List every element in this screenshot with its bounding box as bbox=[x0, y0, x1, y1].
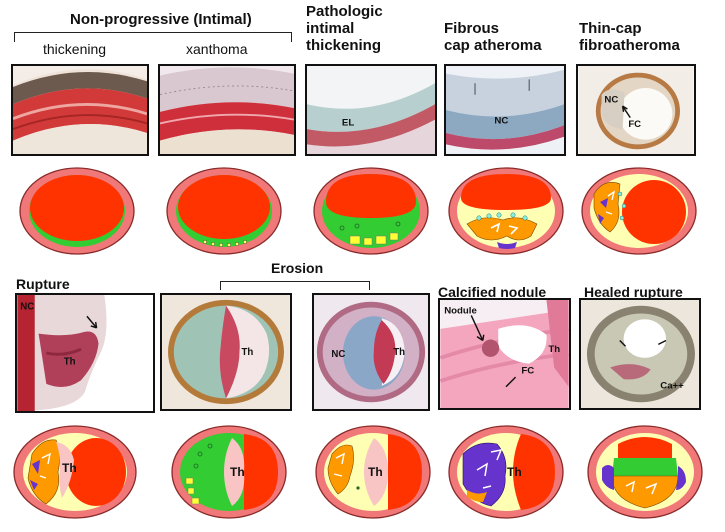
cartoon-healed-rupture bbox=[587, 425, 703, 519]
cartoon-rupture: Th bbox=[13, 425, 137, 519]
heading-healed-rupture: Healed rupture bbox=[584, 284, 683, 300]
heading-rupture: Rupture bbox=[16, 276, 70, 292]
heading-calcified-nodule: Calcified nodule bbox=[438, 284, 547, 300]
caption-nc-erosion-2: NC bbox=[331, 349, 345, 360]
erosion-bracket bbox=[220, 281, 370, 290]
cartoon-pathologic-intimal-thickening bbox=[313, 167, 429, 255]
caption-th-calcified: Th bbox=[548, 344, 560, 355]
micrograph-calcified-nodule: Nodule FC Th bbox=[438, 298, 571, 410]
caption-ca: Ca++ bbox=[660, 381, 684, 392]
micrograph-fibrous-cap-atheroma: NC bbox=[444, 64, 566, 156]
cartoon-fibrous-cap-atheroma bbox=[448, 167, 564, 255]
cartoon-label-th-erosion-2: Th bbox=[368, 465, 383, 479]
non-progressive-bracket bbox=[14, 32, 292, 42]
micrograph-pathologic-intimal-thickening: EL bbox=[305, 64, 437, 156]
micrograph-intimal-xanthoma bbox=[158, 64, 296, 156]
caption-nc-tcfa: NC bbox=[604, 94, 618, 105]
caption-el: EL bbox=[342, 117, 355, 128]
cartoon-erosion-1: Th bbox=[171, 425, 287, 519]
micrograph-rupture: NC Th bbox=[15, 293, 155, 413]
cartoon-intimal-xanthoma bbox=[166, 167, 282, 255]
cartoon-label-th-erosion-1: Th bbox=[230, 465, 245, 479]
non-progressive-title: Non-progressive (Intimal) bbox=[70, 11, 252, 28]
caption-nc: NC bbox=[494, 115, 508, 126]
heading-erosion: Erosion bbox=[271, 260, 324, 276]
cartoon-intimal-thickening bbox=[19, 167, 135, 255]
cartoon-label-th-rupture: Th bbox=[62, 461, 77, 475]
micrograph-intimal-thickening bbox=[11, 64, 149, 156]
stage-label-thickening: thickening bbox=[43, 41, 107, 57]
micrograph-thin-cap-fibroatheroma: NC FC bbox=[576, 64, 696, 156]
micrograph-erosion-2: NC Th bbox=[312, 293, 430, 411]
caption-nodule: Nodule bbox=[444, 306, 477, 317]
caption-fc-tcfa: FC bbox=[628, 119, 641, 130]
micrograph-healed-rupture: Ca++ bbox=[579, 298, 701, 410]
caption-th-erosion-1: Th bbox=[241, 347, 253, 358]
cartoon-thin-cap-fibroatheroma bbox=[581, 167, 697, 255]
stage-label-xanthoma: xanthoma bbox=[186, 41, 248, 57]
caption-th-rupture: Th bbox=[64, 357, 76, 368]
micrograph-erosion-1: Th bbox=[160, 293, 292, 411]
caption-nc-rupture: NC bbox=[20, 302, 34, 313]
cartoon-erosion-2: Th bbox=[315, 425, 431, 519]
caption-fc-calcified: FC bbox=[521, 365, 534, 376]
cartoon-calcified-nodule: Th bbox=[448, 425, 564, 519]
cartoon-label-th-calcified: Th bbox=[507, 465, 522, 479]
caption-th-erosion-2: Th bbox=[393, 347, 405, 358]
